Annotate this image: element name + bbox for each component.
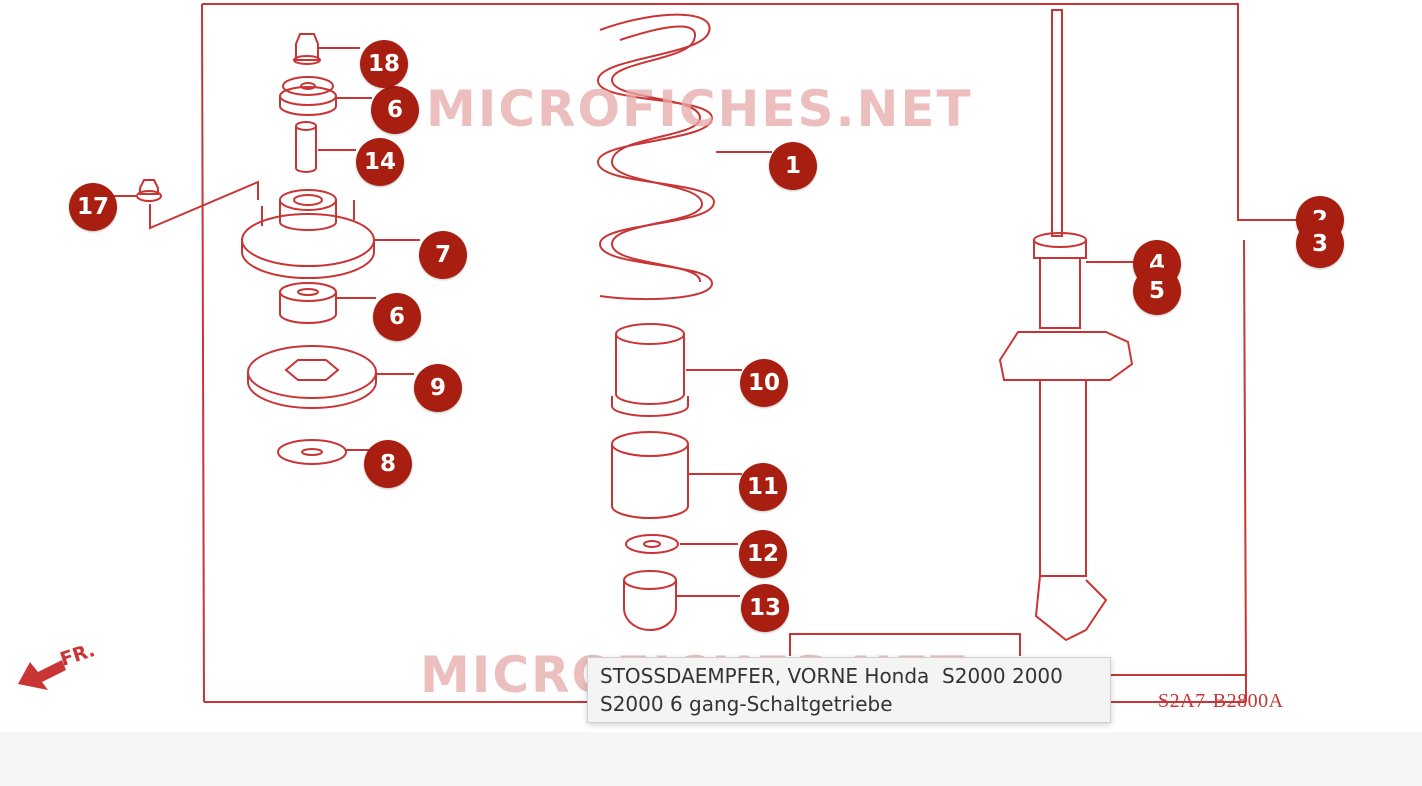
callout-11[interactable]: 11	[739, 463, 787, 511]
spring-rubber-part-9	[247, 345, 414, 409]
callout-14[interactable]: 14	[356, 138, 404, 186]
callout-12[interactable]: 12	[739, 530, 787, 578]
callout-5[interactable]: 5	[1133, 267, 1181, 315]
callout-9[interactable]: 9	[414, 364, 462, 412]
callout-17[interactable]: 17	[69, 183, 117, 231]
footer-bar	[0, 732, 1422, 786]
frame-line	[201, 3, 205, 703]
callout-10[interactable]: 10	[740, 359, 788, 407]
tooltip-line-1: STOSSDAEMPFER, VORNE Honda S2000 2000	[600, 664, 1063, 688]
callout-18[interactable]: 18	[360, 40, 408, 88]
callout-1[interactable]: 1	[769, 142, 817, 190]
frame-line	[1090, 239, 1248, 702]
bearing-part-lower	[279, 282, 376, 324]
watermark-top: MICROFICHES.NET	[426, 80, 973, 138]
flange-nut-part-17	[112, 179, 259, 230]
frame-line	[202, 3, 1298, 221]
lower-stop-part-13	[623, 570, 740, 631]
exploded-view-drawing: MICROFICHES.NET MICROFICHES.NET	[18, 3, 1298, 704]
bump-stop-part-11	[611, 431, 742, 519]
callout-7[interactable]: 7	[419, 231, 467, 279]
parts-diagram: MICROFICHES.NET MICROFICHES.NET 1 2 3 4 …	[18, 3, 1344, 723]
mounting-base-part-7	[241, 189, 420, 279]
callout-3[interactable]: 3	[1296, 220, 1344, 268]
callout-6-lower[interactable]: 6	[373, 293, 421, 341]
figure-code: S2A7-B2800A	[1158, 690, 1284, 712]
bearing-part-upper	[279, 76, 372, 116]
tooltip-line-2: S2000 6 gang-Schaltgetriebe	[600, 692, 893, 716]
collar-part-14	[295, 121, 356, 173]
callout-8[interactable]: 8	[364, 440, 412, 488]
coil-spring-part-1	[596, 13, 772, 301]
part-tooltip: STOSSDAEMPFER, VORNE Honda S2000 2000 S2…	[587, 657, 1111, 723]
washer-part-8	[277, 439, 370, 465]
front-direction-arrow	[18, 660, 66, 690]
washer-part-12	[625, 534, 738, 554]
callout-6-upper[interactable]: 6	[371, 86, 419, 134]
callout-13[interactable]: 13	[741, 584, 789, 632]
shock-absorber-part	[998, 9, 1136, 642]
dust-cover-part-10	[611, 323, 742, 417]
nut-part-18	[293, 33, 360, 65]
